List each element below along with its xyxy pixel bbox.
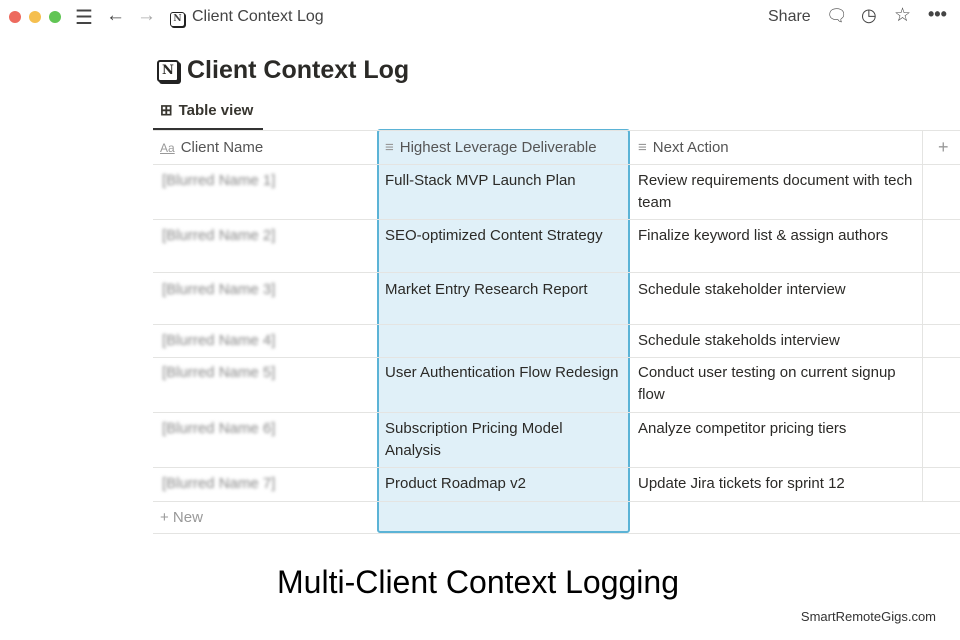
notion-logo-icon: N	[170, 8, 185, 27]
share-button[interactable]: Share	[768, 8, 811, 25]
deliverable-cell[interactable]: Product Roadmap v2	[385, 475, 526, 492]
divider	[153, 272, 960, 273]
tab-table-view[interactable]: ⊞ Table view	[160, 101, 254, 120]
client-name-cell[interactable]: [Blurred Name 3]	[162, 281, 276, 298]
client-name-cell[interactable]: [Blurred Name 4]	[162, 332, 276, 349]
new-row-button[interactable]: + New	[160, 509, 203, 526]
maximize-window-button[interactable]	[49, 11, 61, 23]
divider	[153, 164, 960, 165]
next-action-cell[interactable]: Schedule stakeholds interview	[638, 332, 840, 349]
deliverable-cell[interactable]: Subscription Pricing Model Analysis	[385, 420, 563, 459]
minimize-window-button[interactable]	[29, 11, 41, 23]
divider	[153, 501, 960, 502]
divider	[153, 324, 960, 325]
divider	[922, 130, 923, 501]
deliverable-cell[interactable]: User Authentication Flow Redesign	[385, 364, 619, 381]
text-lines-icon: ≡	[638, 139, 647, 156]
notion-logo-icon: N	[157, 59, 179, 82]
divider	[153, 130, 960, 131]
next-action-cell[interactable]: Finalize keyword list & assign authors	[638, 227, 889, 244]
divider	[153, 412, 960, 413]
more-icon[interactable]: •••	[928, 4, 947, 24]
next-action-cell[interactable]: Analyze competitor pricing tiers	[638, 420, 847, 437]
column-label: Next Action	[652, 139, 729, 156]
title-bar: ☰ ← → N Client Context Log Share 🗨 ◷ ☆ •…	[0, 0, 960, 34]
client-name-cell[interactable]: [Blurred Name 1]	[162, 172, 276, 189]
divider	[153, 219, 960, 220]
divider	[153, 467, 960, 468]
page-title: N Client Context Log	[157, 56, 409, 85]
client-name-cell[interactable]: [Blurred Name 5]	[162, 364, 276, 381]
active-tab-indicator	[153, 128, 263, 130]
star-icon[interactable]: ☆	[894, 5, 912, 26]
next-action-cell[interactable]: Schedule stakeholder interview	[638, 281, 846, 298]
watermark: SmartRemoteGigs.com	[800, 609, 936, 624]
deliverable-cell[interactable]: SEO-optimized Content Strategy	[385, 227, 603, 244]
column-header-next-action[interactable]: ≡ Next Action	[638, 137, 729, 159]
text-type-icon: Aa	[160, 141, 175, 155]
divider	[153, 533, 960, 534]
next-action-cell[interactable]: Review requirements document with tech t…	[638, 172, 913, 211]
add-column-button[interactable]: +	[938, 137, 949, 157]
selected-column-highlight	[377, 129, 630, 533]
comment-icon[interactable]: 🗨	[826, 6, 848, 25]
table-icon: ⊞	[160, 102, 173, 119]
column-header-deliverable[interactable]: ≡ Highest Leverage Deliverable	[385, 137, 597, 159]
deliverable-cell[interactable]: Full-Stack MVP Launch Plan	[385, 172, 576, 189]
client-name-cell[interactable]: [Blurred Name 6]	[162, 420, 276, 437]
text-lines-icon: ≡	[385, 139, 394, 156]
close-window-button[interactable]	[9, 11, 21, 23]
column-label: Highest Leverage Deliverable	[399, 139, 597, 156]
client-name-cell[interactable]: [Blurred Name 7]	[162, 475, 276, 492]
page-title-text: Client Context Log	[187, 56, 410, 84]
next-action-cell[interactable]: Conduct user testing on current signup f…	[638, 364, 896, 403]
column-label: Client Name	[180, 139, 264, 156]
next-action-cell[interactable]: Update Jira tickets for sprint 12	[638, 475, 845, 492]
divider	[153, 357, 960, 358]
clock-icon[interactable]: ◷	[861, 5, 877, 25]
menu-icon[interactable]: ☰	[75, 7, 93, 29]
column-header-client-name[interactable]: Aa Client Name	[160, 137, 263, 159]
client-name-cell[interactable]: [Blurred Name 2]	[162, 227, 276, 244]
deliverable-cell[interactable]: Market Entry Research Report	[385, 281, 588, 298]
breadcrumb-title[interactable]: Client Context Log	[192, 8, 324, 25]
caption: Multi-Client Context Logging	[277, 564, 679, 600]
forward-arrow-icon[interactable]: →	[137, 5, 156, 26]
back-arrow-icon[interactable]: ←	[106, 5, 125, 26]
tab-label: Table view	[178, 101, 254, 119]
